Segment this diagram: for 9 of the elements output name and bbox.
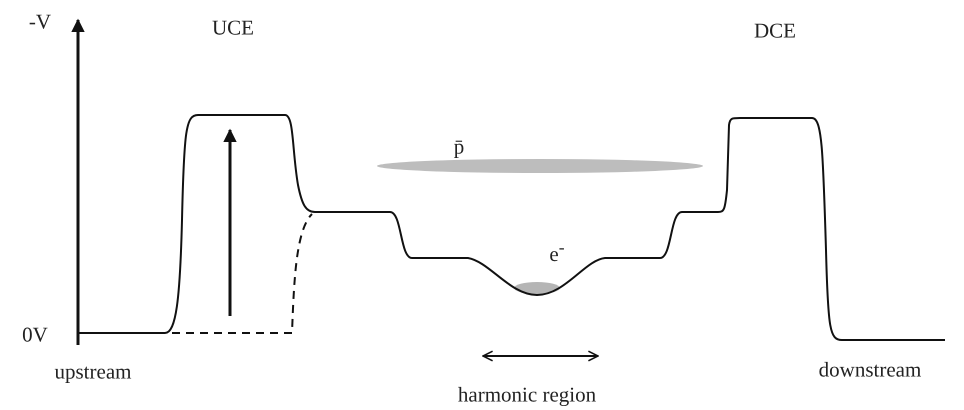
region-label: harmonic region [458, 383, 596, 407]
axis-label: -V [28, 10, 52, 34]
particle-label: e$^{-}$ [549, 238, 565, 266]
position-label: downstream [818, 358, 922, 382]
particle-label: p̄ [454, 135, 464, 159]
axis-label: 0V [22, 323, 48, 347]
electrode-label: DCE [754, 19, 796, 43]
electrode-label: UCE [212, 16, 254, 40]
position-label: upstream [54, 360, 132, 384]
